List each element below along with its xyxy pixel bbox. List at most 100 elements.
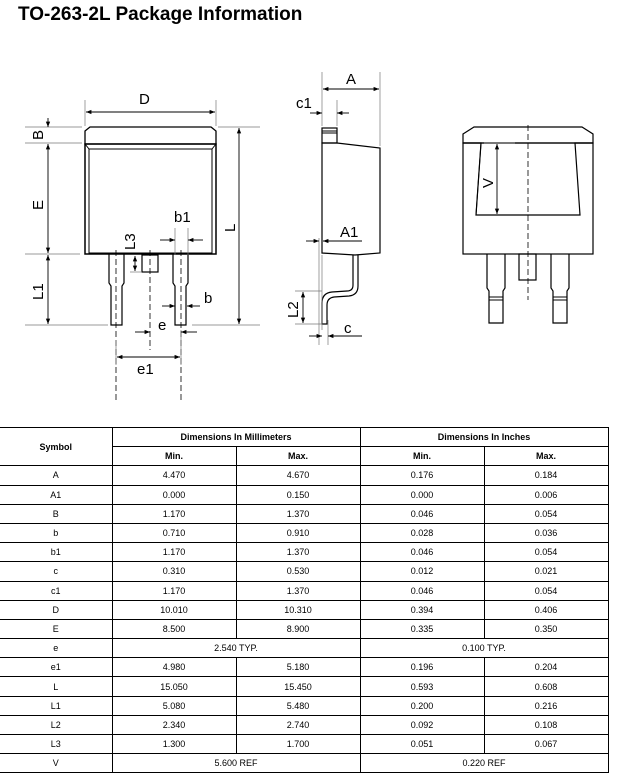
- cell-in-min: 0.335: [359, 618, 485, 640]
- cell-mm-min: 2.340: [111, 714, 237, 736]
- cell-symbol: L3: [0, 733, 113, 755]
- side-body-outline: [321, 142, 381, 256]
- cell-mm-typ: 5.600 REF: [111, 753, 361, 773]
- cell-mm-max: 1.370: [235, 542, 361, 563]
- cell-mm-min: 0.310: [111, 561, 237, 582]
- cell-in-max: 0.036: [483, 522, 609, 544]
- cell-in-typ: 0.100 TYP.: [359, 638, 609, 659]
- cell-symbol: V: [0, 753, 113, 773]
- header-mm-max: Max.: [235, 446, 361, 467]
- header-inch-group: Dimensions In Inches: [359, 426, 609, 448]
- cell-mm-max: 4.670: [235, 465, 361, 486]
- cell-in-min: 0.046: [359, 542, 485, 563]
- cell-symbol: e: [0, 638, 113, 659]
- cell-mm-max: 1.700: [235, 733, 361, 755]
- header-symbol: Symbol: [0, 426, 113, 467]
- dim-label-b1: b1: [174, 209, 191, 226]
- cell-in-min: 0.200: [359, 695, 485, 716]
- cell-mm-max: 2.740: [235, 714, 361, 736]
- cell-mm-max: 8.900: [235, 618, 361, 640]
- cell-in-max: 0.108: [483, 714, 609, 736]
- front-tab-outline: [84, 126, 217, 145]
- dim-label-L1: L1: [30, 283, 47, 300]
- cell-symbol: e1: [0, 657, 113, 678]
- header-in-max: Max.: [483, 446, 609, 467]
- header-mm-group: Dimensions In Millimeters: [111, 426, 361, 448]
- cell-mm-typ: 2.540 TYP.: [111, 638, 361, 659]
- cell-in-max: 0.608: [483, 676, 609, 697]
- cell-in-max: 0.350: [483, 618, 609, 640]
- dim-label-e1: e1: [137, 361, 154, 378]
- cell-in-min: 0.000: [359, 484, 485, 505]
- cell-mm-max: 15.450: [235, 676, 361, 697]
- table-header-row-group: Symbol Dimensions In Millimeters Dimensi…: [0, 426, 609, 467]
- cell-mm-min: 1.170: [111, 503, 237, 524]
- front-lead-left: [108, 254, 125, 326]
- cell-symbol: B: [0, 503, 113, 524]
- cell-mm-min: 8.500: [111, 618, 237, 640]
- cell-in-min: 0.196: [359, 657, 485, 678]
- cell-symbol: b: [0, 522, 113, 544]
- side-view: [295, 72, 381, 345]
- dim-label-L2: L2: [285, 301, 302, 318]
- cell-mm-max: 0.530: [235, 561, 361, 582]
- dim-label-V: V: [480, 178, 497, 188]
- cell-in-max: 0.054: [483, 542, 609, 563]
- dim-label-D: D: [139, 91, 150, 108]
- cell-mm-min: 1.170: [111, 542, 237, 563]
- cell-in-min: 0.394: [359, 599, 485, 620]
- cell-mm-min: 1.170: [111, 580, 237, 601]
- dim-label-L3: L3: [122, 233, 139, 250]
- cell-mm-max: 1.370: [235, 580, 361, 601]
- cell-symbol: L2: [0, 714, 113, 736]
- cell-mm-max: 10.310: [235, 599, 361, 620]
- cell-mm-min: 4.470: [111, 465, 237, 486]
- cell-symbol: L1: [0, 695, 113, 716]
- cell-mm-max: 0.910: [235, 522, 361, 544]
- front-body-inner: [88, 148, 213, 254]
- cell-symbol: A: [0, 465, 113, 486]
- cell-symbol: c1: [0, 580, 113, 601]
- cell-in-min: 0.012: [359, 561, 485, 582]
- cell-in-max: 0.406: [483, 599, 609, 620]
- cell-mm-max: 5.480: [235, 695, 361, 716]
- side-tab: [321, 127, 338, 144]
- dim-label-E: E: [30, 200, 47, 210]
- front-view: [25, 100, 260, 400]
- cell-mm-min: 0.710: [111, 522, 237, 544]
- dim-label-A: A: [346, 71, 356, 88]
- front-body-outline: [84, 143, 217, 255]
- cell-mm-max: 1.370: [235, 503, 361, 524]
- dim-label-A1: A1: [340, 224, 358, 241]
- dim-label-c1: c1: [296, 95, 312, 112]
- cell-mm-min: 0.000: [111, 484, 237, 505]
- cell-in-min: 0.593: [359, 676, 485, 697]
- cell-in-max: 0.216: [483, 695, 609, 716]
- cell-mm-max: 0.150: [235, 484, 361, 505]
- cell-symbol: E: [0, 618, 113, 640]
- side-lead: [321, 255, 359, 325]
- cell-symbol: L: [0, 676, 113, 697]
- cell-in-min: 0.046: [359, 580, 485, 601]
- cell-in-min: 0.051: [359, 733, 485, 755]
- cell-mm-min: 4.980: [111, 657, 237, 678]
- cell-in-min: 0.092: [359, 714, 485, 736]
- cell-in-max: 0.184: [483, 465, 609, 486]
- cell-mm-min: 1.300: [111, 733, 237, 755]
- page-title: TO-263-2L Package Information: [18, 4, 303, 25]
- back-lead-right: [550, 254, 570, 324]
